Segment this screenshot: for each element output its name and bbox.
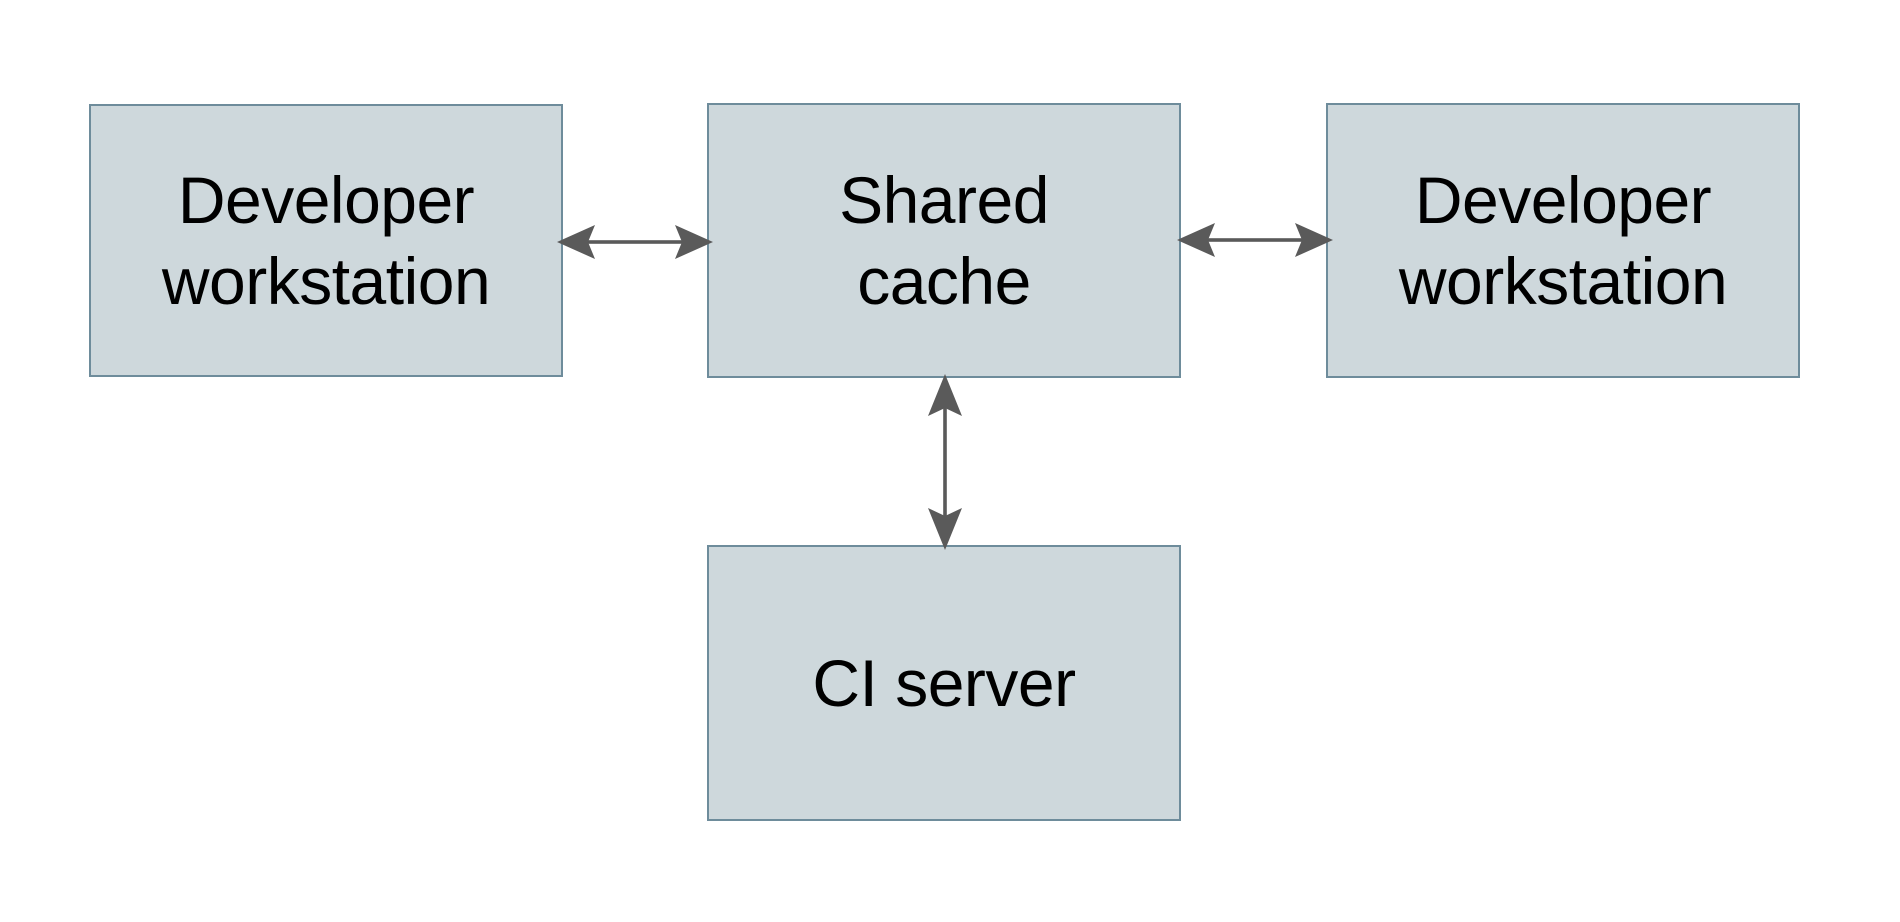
- node-label: Developer workstation: [1398, 162, 1728, 318]
- node-ci-server[interactable]: CI server: [707, 545, 1181, 821]
- node-label: CI server: [812, 645, 1076, 720]
- double-arrow-icon: [557, 225, 713, 259]
- node-label: Shared cache: [839, 162, 1049, 318]
- double-arrow-icon: [928, 374, 962, 550]
- node-label: Developer workstation: [161, 162, 491, 318]
- double-arrow-icon: [1177, 223, 1333, 257]
- edge-cache-to-ci-server: [928, 374, 962, 550]
- node-developer-workstation-left[interactable]: Developer workstation: [89, 104, 563, 377]
- edge-cache-to-dev-right: [1177, 223, 1333, 257]
- node-shared-cache[interactable]: Shared cache: [707, 103, 1181, 378]
- node-developer-workstation-right[interactable]: Developer workstation: [1326, 103, 1800, 378]
- edge-dev-left-to-cache: [557, 225, 713, 259]
